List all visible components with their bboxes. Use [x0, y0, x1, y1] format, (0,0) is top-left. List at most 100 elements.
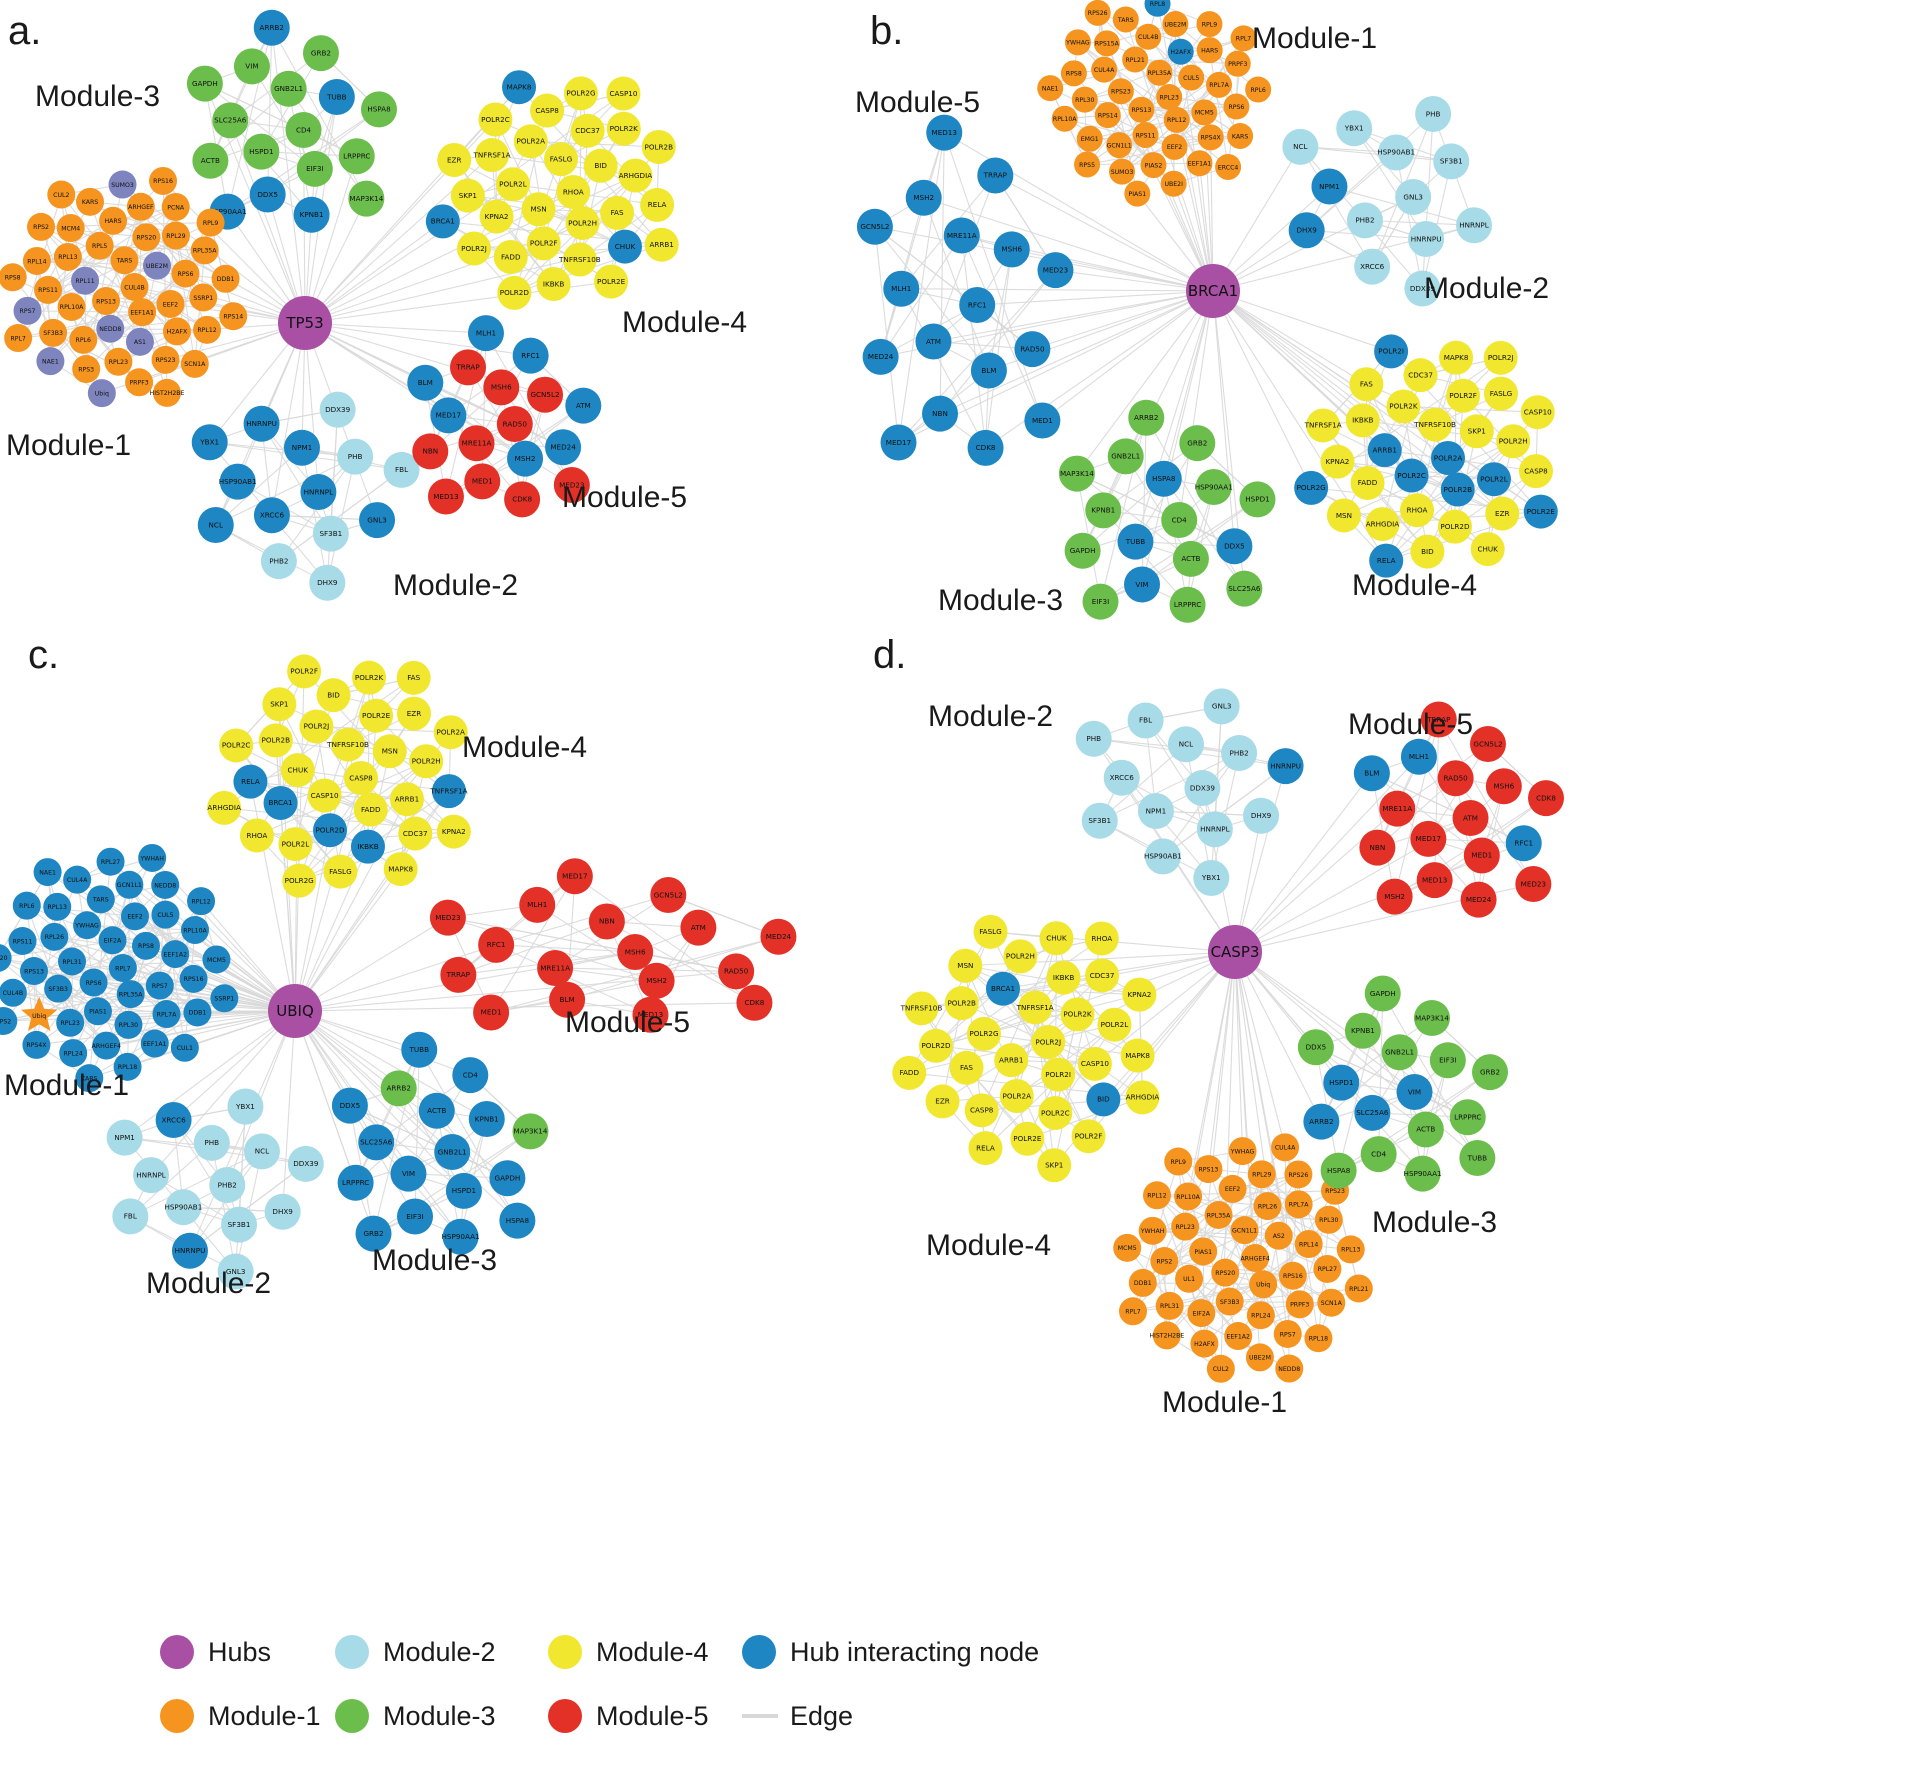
node-CASP10[interactable]: CASP10 — [307, 778, 342, 813]
node-POLR2D[interactable]: POLR2D — [497, 275, 532, 310]
node-POLR2C[interactable]: POLR2C — [1394, 458, 1429, 493]
node-RPS5[interactable]: RPS5 — [1074, 151, 1101, 178]
node-MAPK8[interactable]: MAPK8 — [1439, 340, 1474, 375]
node-DDX5[interactable]: DDX5 — [249, 176, 286, 213]
node-POLR2J[interactable]: POLR2J — [1031, 1025, 1066, 1059]
node-RPL8[interactable]: RPL8 — [1144, 0, 1171, 17]
node-RPL29[interactable]: RPL29 — [161, 221, 190, 250]
node-MAPK8[interactable]: MAPK8 — [383, 852, 418, 887]
node-BLM[interactable]: BLM — [549, 981, 586, 1018]
node-MED24[interactable]: MED24 — [545, 429, 582, 466]
node-MED17[interactable]: MED17 — [880, 424, 917, 461]
node-POLR2F[interactable]: POLR2F — [1446, 378, 1481, 413]
node-HNRNPL[interactable]: HNRNPL — [300, 474, 337, 510]
node-TRRAP[interactable]: TRRAP — [1420, 701, 1457, 738]
node-GNB2L1[interactable]: GNB2L1 — [270, 70, 307, 107]
node-NPM1[interactable]: NPM1 — [106, 1119, 143, 1156]
node-RAD50[interactable]: RAD50 — [718, 953, 755, 990]
node-CDC37[interactable]: CDC37 — [570, 113, 605, 148]
node-PHB[interactable]: PHB — [337, 438, 374, 475]
node-NEDD8[interactable]: NEDD8 — [96, 314, 125, 343]
node-PIAS1[interactable]: PIAS1 — [1124, 180, 1151, 207]
node-HSPA8[interactable]: HSPA8 — [360, 91, 397, 128]
node-EIF2A[interactable]: EIF2A — [98, 926, 127, 955]
node-NEDD8[interactable]: NEDD8 — [1275, 1354, 1304, 1383]
node-SCN1A[interactable]: SCN1A — [1317, 1288, 1346, 1317]
node-POLR2D[interactable]: POLR2D — [1437, 509, 1472, 544]
node-POLR2B[interactable]: POLR2B — [944, 986, 979, 1021]
node-NBN[interactable]: NBN — [412, 433, 449, 470]
node-RPS26[interactable]: RPS26 — [1284, 1160, 1313, 1189]
node-RPS11[interactable]: RPS11 — [34, 275, 63, 304]
node-MCM5[interactable]: MCM5 — [1113, 1233, 1142, 1262]
node-RPL26[interactable]: RPL26 — [40, 922, 69, 951]
node-RPL6[interactable]: RPL6 — [69, 325, 98, 354]
node-POLR2F[interactable]: POLR2F — [1071, 1119, 1106, 1154]
node-KPNA2[interactable]: KPNA2 — [1122, 977, 1157, 1012]
node-FADD[interactable]: FADD — [1350, 465, 1385, 500]
node-MED17[interactable]: MED17 — [430, 397, 467, 434]
node-VIM[interactable]: VIM — [1124, 566, 1161, 603]
node-NAE1[interactable]: NAE1 — [36, 347, 65, 376]
node-RPS16[interactable]: RPS16 — [1278, 1261, 1307, 1290]
node-RHOA[interactable]: RHOA — [239, 818, 274, 853]
node-IKBKB[interactable]: IKBKB — [350, 829, 385, 864]
node-NCL[interactable]: NCL — [243, 1133, 280, 1170]
node-EEF2[interactable]: EEF2 — [120, 902, 149, 931]
node-POLR2H[interactable]: POLR2H — [1003, 939, 1038, 974]
node-HSPD1[interactable]: HSPD1 — [1323, 1064, 1360, 1101]
node-GAPDH[interactable]: GAPDH — [489, 1160, 526, 1197]
node-POLR2G[interactable]: POLR2G — [282, 863, 317, 898]
node-KPNB1[interactable]: KPNB1 — [293, 196, 330, 233]
node-POLR2K[interactable]: POLR2K — [1386, 389, 1421, 424]
node-MED1[interactable]: MED1 — [464, 463, 501, 500]
node-LRPPRC[interactable]: LRPPRC — [1449, 1099, 1486, 1136]
node-MLH1[interactable]: MLH1 — [1400, 738, 1437, 775]
node-RPL30[interactable]: RPL30 — [1314, 1205, 1343, 1234]
node-MSH2[interactable]: MSH2 — [638, 962, 675, 999]
node-PHB2[interactable]: PHB2 — [1221, 735, 1258, 772]
node-DHX9[interactable]: DHX9 — [1243, 797, 1280, 834]
node-CD4[interactable]: CD4 — [285, 112, 322, 148]
node-TARS[interactable]: TARS — [110, 246, 139, 275]
node-POLR2I[interactable]: POLR2I — [1374, 334, 1409, 369]
node-LRPPRC[interactable]: LRPPRC — [338, 138, 375, 175]
node-MAP3K14[interactable]: MAP3K14 — [348, 180, 385, 217]
node-NEDD8[interactable]: NEDD8 — [151, 870, 180, 899]
node-CDK8[interactable]: CDK8 — [1527, 780, 1564, 817]
node-CASP8[interactable]: CASP8 — [344, 761, 378, 795]
node-TNFRSF1A[interactable]: TNFRSF1A — [1304, 408, 1342, 443]
node-KPNA2[interactable]: KPNA2 — [436, 814, 471, 849]
node-YWHAG[interactable]: YWHAG — [1064, 29, 1091, 56]
node-NPM1[interactable]: NPM1 — [1311, 168, 1348, 205]
node-RPL23[interactable]: RPL23 — [1171, 1212, 1200, 1241]
node-CUL2[interactable]: CUL2 — [47, 180, 76, 209]
node-MED17[interactable]: MED17 — [556, 858, 593, 895]
node-MSH2[interactable]: MSH2 — [507, 440, 544, 477]
node-RPS13[interactable]: RPS13 — [1194, 1155, 1223, 1184]
node-SLC25A6[interactable]: SLC25A6 — [358, 1124, 395, 1161]
node-EEF2[interactable]: EEF2 — [1218, 1174, 1247, 1203]
node-RPS26[interactable]: RPS26 — [1084, 0, 1111, 26]
node-DDX39[interactable]: DDX39 — [287, 1145, 324, 1182]
node-SSRP1[interactable]: SSRP1 — [210, 984, 239, 1013]
node-RPL6[interactable]: RPL6 — [1245, 76, 1272, 103]
node-ACTB[interactable]: ACTB — [1407, 1111, 1444, 1148]
node-CUL4B[interactable]: CUL4B — [1135, 23, 1162, 50]
node-RPL30[interactable]: RPL30 — [114, 1010, 143, 1039]
node-FASLG[interactable]: FASLG — [543, 142, 578, 177]
node-POLR2K[interactable]: POLR2K — [606, 111, 641, 146]
node-MED24[interactable]: MED24 — [862, 338, 899, 375]
node-HSPD1[interactable]: HSPD1 — [243, 133, 280, 170]
node-CASP10[interactable]: CASP10 — [1077, 1046, 1112, 1081]
node-CUL4A[interactable]: CUL4A — [1271, 1133, 1300, 1162]
node-HSP90AB1[interactable]: HSP90AB1 — [219, 463, 257, 500]
node-ACTB[interactable]: ACTB — [192, 142, 229, 179]
node-RPS13[interactable]: RPS13 — [19, 957, 48, 986]
node-VIM[interactable]: VIM — [1396, 1074, 1433, 1110]
node-POLR2C[interactable]: POLR2C — [219, 728, 254, 763]
node-CUL1[interactable]: CUL1 — [170, 1033, 199, 1062]
node-YWHAH[interactable]: YWHAH — [1138, 1216, 1167, 1245]
node-SLC25A6[interactable]: SLC25A6 — [1226, 570, 1263, 607]
node-MED23[interactable]: MED23 — [1037, 252, 1074, 289]
